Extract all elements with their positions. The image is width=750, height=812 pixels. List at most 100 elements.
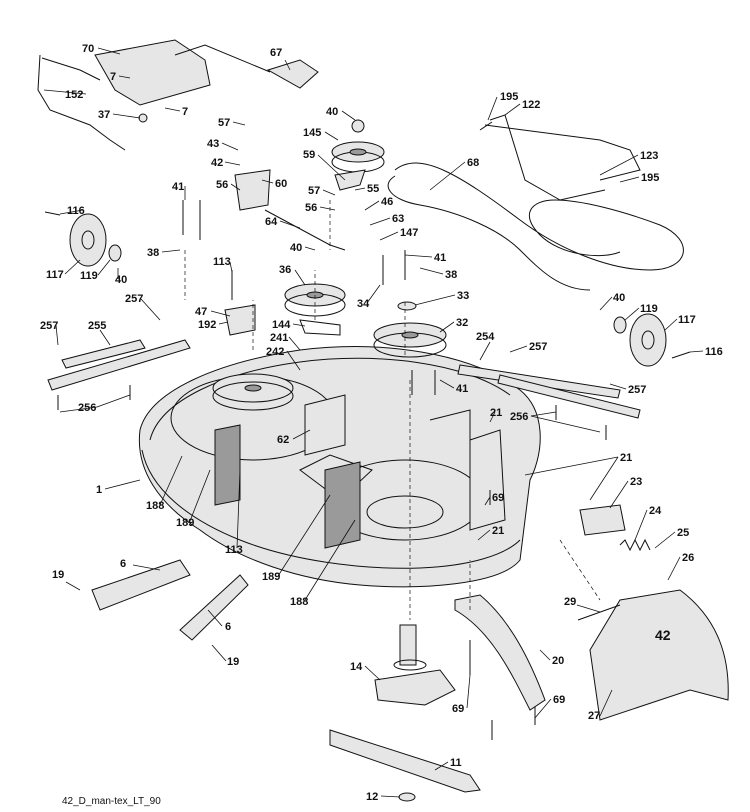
callout-36: 36: [279, 264, 291, 276]
deck-pulley-left: [212, 373, 294, 411]
callout-1: 1: [96, 484, 102, 496]
blade-11: [329, 729, 481, 793]
callout-11: 11: [450, 757, 462, 769]
callout-152: 152: [65, 89, 83, 101]
callout-12: 12: [366, 791, 378, 803]
callout-23: 23: [630, 476, 642, 488]
leader-lines: [43, 47, 704, 798]
callout-59: 59: [303, 149, 315, 161]
baffle-20: [454, 594, 546, 711]
callout-38: 38: [445, 269, 457, 281]
callout-255: 255: [88, 320, 106, 332]
diagram-caption: 42_D_man-tex_LT_90: [62, 796, 161, 807]
callout-257: 257: [40, 320, 58, 332]
callout-67: 67: [270, 47, 282, 59]
callout-7: 7: [182, 106, 188, 118]
callout-14: 14: [350, 661, 363, 673]
callout-21: 21: [620, 452, 632, 464]
gauge-wheel-left: [69, 213, 122, 267]
spindle-assembly-14: [374, 624, 456, 706]
callout-42: 42: [211, 157, 223, 169]
callout-113: 113: [213, 256, 231, 268]
callout-57: 57: [218, 117, 230, 129]
callout-256: 256: [510, 411, 528, 423]
callout-69: 69: [452, 703, 464, 715]
callout-26: 26: [682, 552, 694, 564]
callout-195: 195: [641, 172, 659, 184]
callout-41: 41: [456, 383, 468, 395]
callout-119: 119: [640, 303, 658, 315]
lift-rod-assembly: [479, 114, 641, 201]
callout-40: 40: [290, 242, 302, 254]
callout-43: 43: [207, 138, 219, 150]
wheel-bar-255: [47, 339, 191, 391]
callout-6: 6: [120, 558, 126, 570]
callout-257: 257: [529, 341, 547, 353]
callout-257: 257: [628, 384, 646, 396]
callout-40: 40: [115, 274, 127, 286]
callout-27: 27: [588, 710, 600, 722]
gauge-wheel-right: [613, 313, 667, 367]
callout-21: 21: [492, 525, 504, 537]
bracket-6-left: [91, 559, 191, 611]
deck-size-decal: 42: [655, 627, 671, 643]
callout-29: 29: [564, 596, 576, 608]
callout-41: 41: [434, 252, 446, 264]
callout-254: 254: [476, 331, 495, 343]
callout-192: 192: [198, 319, 216, 331]
blade-bolt-12: [398, 792, 416, 802]
callout-57: 57: [308, 185, 320, 197]
callout-63: 63: [392, 213, 404, 225]
callout-69: 69: [553, 694, 565, 706]
callout-69: 69: [492, 492, 504, 504]
callout-119: 119: [80, 270, 98, 282]
discharge-chute-27: 42: [589, 589, 729, 721]
callout-241: 241: [270, 332, 288, 344]
engagement-lever-assembly: [37, 39, 319, 151]
callout-117: 117: [46, 269, 64, 281]
callout-70: 70: [82, 43, 94, 55]
callout-19: 19: [52, 569, 64, 581]
callout-40: 40: [326, 106, 338, 118]
bolts: [44, 200, 691, 740]
callout-46: 46: [381, 196, 393, 208]
callout-37: 37: [98, 109, 110, 121]
callout-20: 20: [552, 655, 564, 667]
callout-195: 195: [500, 91, 518, 103]
callout-21: 21: [490, 407, 502, 419]
mower-deck-housing: [138, 346, 541, 588]
callout-189: 189: [176, 517, 194, 529]
callout-116: 116: [705, 346, 723, 358]
callout-34: 34: [357, 298, 370, 310]
callout-64: 64: [265, 216, 278, 228]
callout-47: 47: [195, 306, 207, 318]
callout-113: 113: [225, 544, 243, 556]
callout-60: 60: [275, 178, 287, 190]
callout-189: 189: [262, 571, 280, 583]
callout-145: 145: [303, 127, 321, 139]
spring-24: [619, 538, 651, 552]
callout-188: 188: [146, 500, 164, 512]
wheel-bar-254: [457, 364, 641, 419]
callout-188: 188: [290, 596, 308, 608]
callout-56: 56: [305, 202, 317, 214]
callout-257: 257: [125, 293, 143, 305]
washer-33: [397, 301, 417, 311]
callout-123: 123: [640, 150, 658, 162]
callout-25: 25: [677, 527, 689, 539]
callout-147: 147: [400, 227, 418, 239]
assembly-guide-lines: [184, 200, 601, 620]
drive-belt-68: [387, 162, 684, 291]
callout-40: 40: [613, 292, 625, 304]
pulley-32: [373, 322, 447, 358]
callout-68: 68: [467, 157, 479, 169]
callout-32: 32: [456, 317, 468, 329]
callout-242: 242: [266, 346, 284, 358]
idler-arm-bracket: [224, 169, 366, 336]
callout-122: 122: [522, 99, 540, 111]
callout-55: 55: [367, 183, 379, 195]
callout-41: 41: [172, 181, 184, 193]
callout-7: 7: [110, 71, 116, 83]
